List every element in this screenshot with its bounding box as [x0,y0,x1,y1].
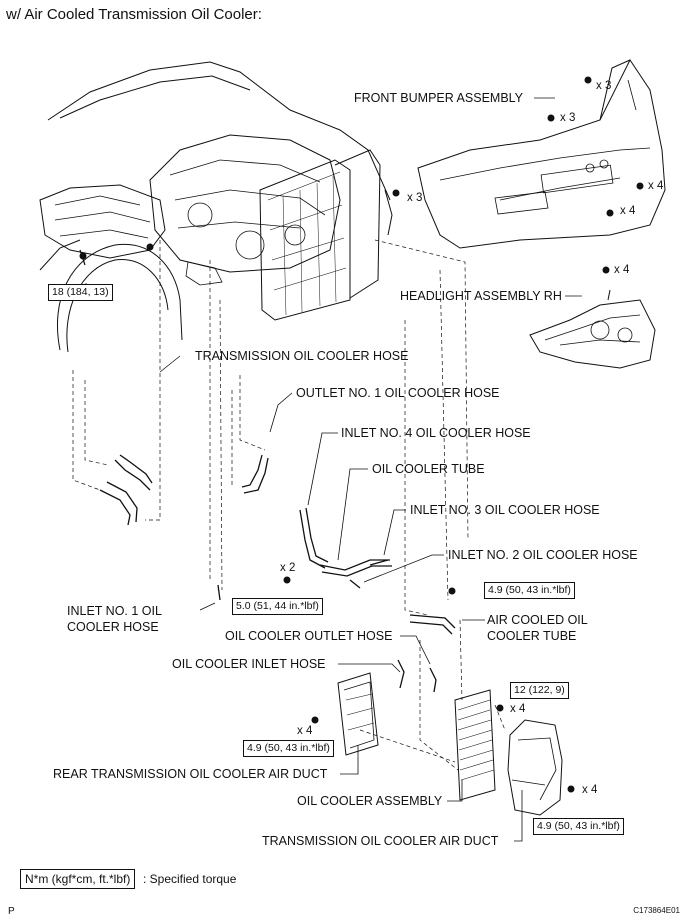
label-trans-hose: TRANSMISSION OIL COOLER HOSE [195,349,409,363]
label-inlet-2: INLET NO. 2 OIL COOLER HOSE [448,548,638,562]
qty-rear-duct: x 4 [297,725,313,737]
page-title: w/ Air Cooled Transmission Oil Cooler: [6,6,262,23]
bolt-symbols [283,76,644,793]
label-air-cooled-tube: AIR COOLED OIL COOLER TUBE [487,612,588,644]
page-letter: P [8,906,15,917]
qty-headlight: x 4 [614,264,630,276]
oil-cooler-illustration [454,689,496,801]
label-inlet-1-line1: INLET NO. 1 OIL [67,604,162,618]
label-headlight: HEADLIGHT ASSEMBLY RH [400,289,562,303]
torque-box-4-9-a: 4.9 (50, 43 in.*lbf) [484,582,575,599]
front-bumper-illustration [417,59,666,249]
hose-drawings [99,454,456,693]
torque-box-12: 12 (122, 9) [510,682,569,699]
label-inlet-4: INLET NO. 4 OIL COOLER HOSE [341,426,531,440]
qty-bumper-right-b: x 4 [620,205,636,217]
trans-duct-illustration [507,719,563,816]
figure-code: C173864E01 [633,906,680,915]
label-air-cooled-tube-line1: AIR COOLED OIL [487,613,588,627]
torque-box-18: 18 (184, 13) [48,284,113,301]
label-air-cooled-tube-line2: COOLER TUBE [487,629,577,643]
qty-bumper-left: x 3 [407,192,423,204]
qty-bumper-top: x 3 [596,80,612,92]
torque-box-4-9-b: 4.9 (50, 43 in.*lbf) [243,740,334,757]
qty-cooler: x 4 [510,703,526,715]
label-inlet-1-line2: COOLER HOSE [67,620,159,634]
label-inlet-3: INLET NO. 3 OIL COOLER HOSE [410,503,600,517]
legend-unit-box: N*m (kgf*cm, ft.*lbf) [20,869,136,889]
label-outlet-1: OUTLET NO. 1 OIL COOLER HOSE [296,386,500,400]
label-inlet-hose: OIL COOLER INLET HOSE [172,657,326,671]
guide-lines [72,239,506,771]
label-oil-cooler-tube: OIL COOLER TUBE [372,462,485,476]
qty-trans-duct: x 4 [582,784,598,796]
label-front-bumper: FRONT BUMPER ASSEMBLY [354,91,524,105]
label-trans-duct: TRANSMISSION OIL COOLER AIR DUCT [262,834,499,848]
qty-bumper-right-a: x 4 [648,180,664,192]
engine-bay-illustration [39,61,393,353]
label-outlet-hose: OIL COOLER OUTLET HOSE [225,629,393,643]
label-rear-duct: REAR TRANSMISSION OIL COOLER AIR DUCT [53,767,328,781]
qty-bumper-mid: x 3 [560,112,576,124]
label-inlet-1: INLET NO. 1 OIL COOLER HOSE [67,603,162,635]
torque-box-4-9-c: 4.9 (50, 43 in.*lbf) [533,818,624,835]
headlight-illustration [529,289,656,369]
torque-box-5-0: 5.0 (51, 44 in.*lbf) [232,598,323,615]
qty-tube: x 2 [280,562,296,574]
rear-duct-illustration [337,672,379,756]
legend-text: : Specified torque [143,872,237,886]
label-oil-cooler-assembly: OIL COOLER ASSEMBLY [297,794,443,808]
